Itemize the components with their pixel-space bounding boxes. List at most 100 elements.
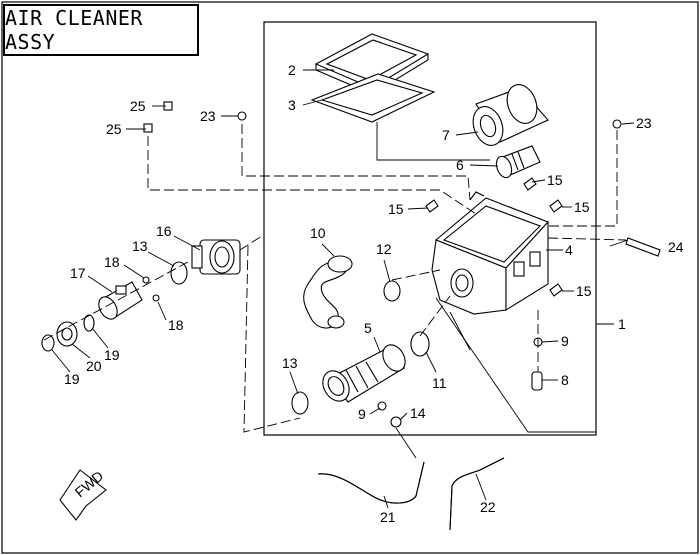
- callout-23-left: 23: [200, 108, 216, 124]
- callout-7: 7: [442, 127, 450, 143]
- part-20-insulator[interactable]: [56, 321, 78, 347]
- part-25-clip-lower[interactable]: [143, 123, 153, 133]
- part-21-tube[interactable]: [317, 461, 425, 504]
- callout-6: 6: [456, 157, 464, 173]
- dash-25-to-box: [147, 136, 477, 215]
- part-24-hose[interactable]: [625, 237, 661, 257]
- assembly-frame: [263, 21, 597, 436]
- leader-17: [87, 275, 113, 293]
- leader-23-right: [621, 122, 635, 125]
- part-14-grommet[interactable]: [390, 416, 402, 428]
- callout-19-left: 19: [64, 371, 80, 387]
- callout-25-upper: 25: [130, 98, 146, 114]
- part-17-adapter[interactable]: [95, 281, 143, 322]
- part-16-throttle-body[interactable]: [191, 239, 241, 275]
- part-4-air-box[interactable]: [431, 191, 549, 315]
- callout-20: 20: [86, 358, 102, 374]
- callout-12: 12: [376, 241, 392, 257]
- leader-18-upper: [123, 264, 145, 279]
- leader-5: [373, 336, 381, 353]
- leader-22: [475, 473, 487, 501]
- leader-16: [173, 235, 201, 251]
- dash-boot-to-box: [419, 295, 451, 337]
- leader-14: [399, 412, 408, 421]
- callout-21: 21: [380, 509, 396, 525]
- leader-box-bottom: [435, 297, 596, 433]
- title-box: AIR CLEANER ASSY: [3, 4, 199, 56]
- callout-11: 11: [432, 375, 447, 391]
- leader-15-a: [531, 179, 546, 183]
- callout-18-lower: 18: [168, 317, 184, 333]
- leader-19-left: [51, 349, 71, 373]
- callout-10: 10: [310, 225, 326, 241]
- callout-16: 16: [156, 223, 172, 239]
- leader-15-c: [407, 207, 429, 210]
- part-6-inner-element[interactable]: [494, 145, 541, 180]
- callout-15-d: 15: [576, 283, 592, 299]
- part-23-bolt-left[interactable]: [237, 111, 247, 121]
- callout-24: 24: [668, 239, 684, 255]
- leader-14-21: [395, 427, 417, 459]
- leader-9-upper: [541, 340, 559, 343]
- part-15-clip-a[interactable]: [523, 177, 537, 191]
- callout-2: 2: [288, 62, 296, 78]
- leader-assembly-top: [376, 122, 490, 161]
- part-11-clamp[interactable]: [410, 331, 430, 357]
- part-15-clip-b[interactable]: [549, 199, 563, 213]
- leader-13-upper: [147, 251, 175, 267]
- callout-13-lower: 13: [282, 355, 298, 371]
- callout-19-right: 19: [104, 347, 120, 363]
- diagram-title: AIR CLEANER ASSY: [5, 6, 143, 54]
- callout-25-lower: 25: [106, 121, 122, 137]
- dash-throttle-top: [239, 235, 263, 251]
- callout-15-a: 15: [547, 172, 563, 188]
- callout-5: 5: [364, 320, 372, 336]
- callout-22: 22: [480, 499, 496, 515]
- leader-21: [383, 495, 389, 509]
- fwd-direction-marker: FWD: [59, 468, 107, 521]
- part-15-clip-d[interactable]: [549, 283, 563, 297]
- leader-7: [455, 131, 479, 136]
- part-8-drain-plug[interactable]: [531, 371, 543, 391]
- dash-12-to-box: [391, 269, 441, 281]
- callout-9-upper: 9: [561, 333, 569, 349]
- part-13-clamp-lower[interactable]: [291, 391, 309, 415]
- part-12-clamp[interactable]: [383, 280, 401, 302]
- part-23-bolt-right[interactable]: [612, 119, 622, 129]
- callout-3: 3: [288, 97, 296, 113]
- callout-15-b: 15: [574, 199, 590, 215]
- part-19-gasket-right[interactable]: [83, 314, 95, 332]
- part-13-clamp-upper[interactable]: [170, 261, 188, 285]
- callout-17: 17: [70, 265, 86, 281]
- dash-throttle-to-boot: [243, 245, 301, 433]
- part-7-filter-element[interactable]: [468, 80, 549, 149]
- part-18-bolt-upper[interactable]: [142, 276, 150, 284]
- callout-15-c: 15: [388, 201, 404, 217]
- leader-19-right: [91, 327, 109, 349]
- part-10-breather-hose[interactable]: [303, 255, 353, 329]
- callout-9-lower: 9: [358, 406, 366, 422]
- part-15-clip-c[interactable]: [425, 199, 439, 213]
- callout-13-upper: 13: [132, 238, 148, 254]
- part-18-bolt-lower[interactable]: [152, 294, 160, 302]
- leader-20: [71, 343, 91, 359]
- leader-box-lower-left: [449, 311, 471, 351]
- dash-23-right: [548, 130, 618, 227]
- dash-24-to-box: [547, 237, 627, 241]
- part-3-gasket[interactable]: [310, 73, 436, 123]
- leader-18-lower: [157, 301, 167, 321]
- part-22-tube[interactable]: [449, 457, 505, 531]
- part-5-intake-boot[interactable]: [318, 341, 410, 406]
- callout-4: 4: [565, 242, 573, 258]
- leader-11: [425, 351, 437, 373]
- dash-23-to-box: [241, 124, 471, 201]
- leader-6: [469, 164, 499, 167]
- leader-12: [383, 259, 391, 283]
- callout-8: 8: [561, 372, 569, 388]
- leader-3: [302, 99, 323, 106]
- callout-18-upper: 18: [104, 254, 120, 270]
- leader-9-lower: [369, 407, 381, 415]
- leader-24: [609, 239, 629, 247]
